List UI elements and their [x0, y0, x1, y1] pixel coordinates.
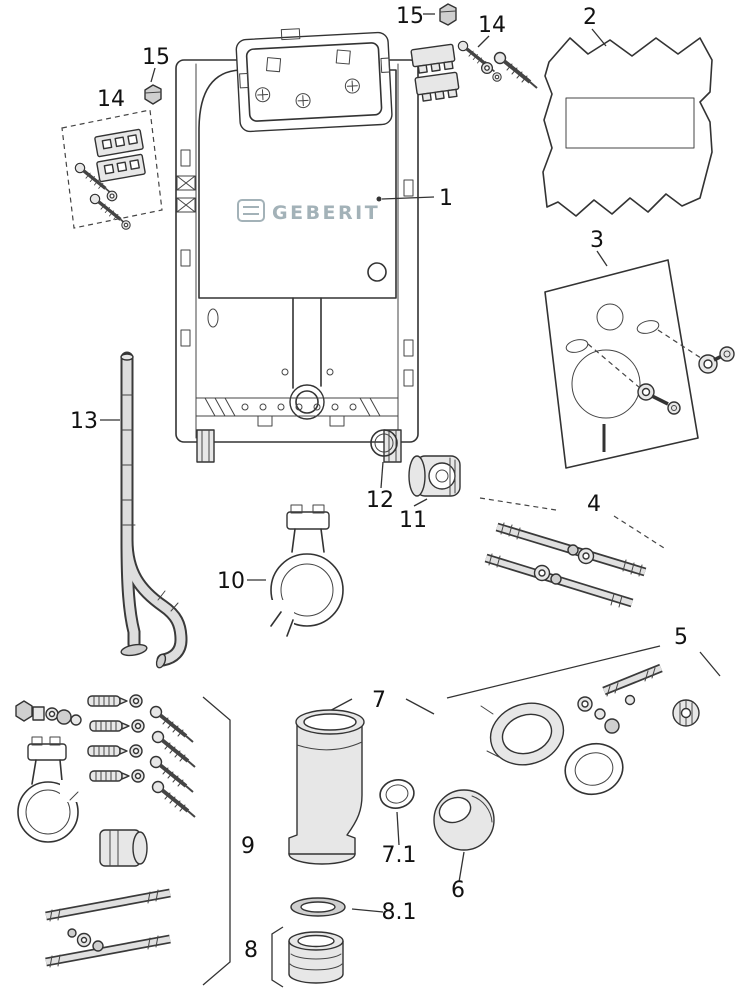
- callout-5: 5: [674, 625, 688, 650]
- part-9-fixing-material-set: [15, 694, 231, 986]
- angle-valve: [15, 700, 82, 726]
- callout-8-1: 8.1: [382, 900, 417, 925]
- part-7-1-elbow-seal: [379, 779, 415, 846]
- callout-leader-lines: [100, 28, 608, 421]
- callout-14-left: 14: [97, 87, 125, 112]
- part-11-inlet-connector: [408, 455, 461, 507]
- callout-13: 13: [70, 409, 98, 434]
- callout-11: 11: [399, 508, 427, 533]
- part-14-bracket-set-right: [410, 35, 539, 102]
- part-1-frame-unit: GEBERIT: [175, 28, 419, 463]
- callout-1: 1: [439, 186, 453, 211]
- callout-14-right: 14: [478, 13, 506, 38]
- part-5-outlet-connection-set: [446, 645, 721, 796]
- left-rail-plates: [176, 175, 196, 213]
- part-15-clip-top: [423, 3, 457, 26]
- part-2-wall-bracket-plate: [542, 37, 713, 217]
- part-8-1-sleeve-seal: [290, 897, 384, 917]
- callout-2: 2: [583, 5, 597, 30]
- callout-15-top: 15: [396, 4, 424, 29]
- part-12-o-ring: [370, 429, 398, 489]
- callout-6: 6: [451, 878, 465, 903]
- part-13-flush-pipe: [120, 351, 188, 669]
- callout-7: 7: [372, 688, 386, 713]
- cylinder-fitting: [99, 829, 148, 867]
- part-8-connector-sleeve: [271, 926, 344, 988]
- callout-9: 9: [241, 834, 255, 859]
- part-7-outlet-elbow: [288, 698, 435, 865]
- callout-3: 3: [590, 228, 604, 253]
- part-10-pipe-clamp: [247, 504, 344, 637]
- protection-plate: [235, 28, 393, 133]
- callout-7-1: 7.1: [382, 843, 417, 868]
- part-14-bracket-set-left: [61, 109, 163, 230]
- part-3-sound-insulation-set: [544, 259, 735, 469]
- geberit-logo-mark: [237, 199, 265, 222]
- clamp-bracket: [17, 736, 86, 843]
- part-4-threaded-rod-set: [479, 497, 665, 608]
- callout-12: 12: [366, 488, 394, 513]
- part-15-clip-left: [144, 67, 162, 105]
- callout-4: 4: [587, 492, 601, 517]
- part-6-outlet-collar: [433, 789, 495, 883]
- callout-labels: 1 2 3 4 5 6 7 7.1 8 8.1 9 10 11 12 13 14…: [70, 4, 688, 963]
- brand-text: GEBERIT: [272, 202, 380, 224]
- callout-8: 8: [244, 938, 258, 963]
- callout-10: 10: [217, 569, 245, 594]
- callout-15-left: 15: [142, 45, 170, 70]
